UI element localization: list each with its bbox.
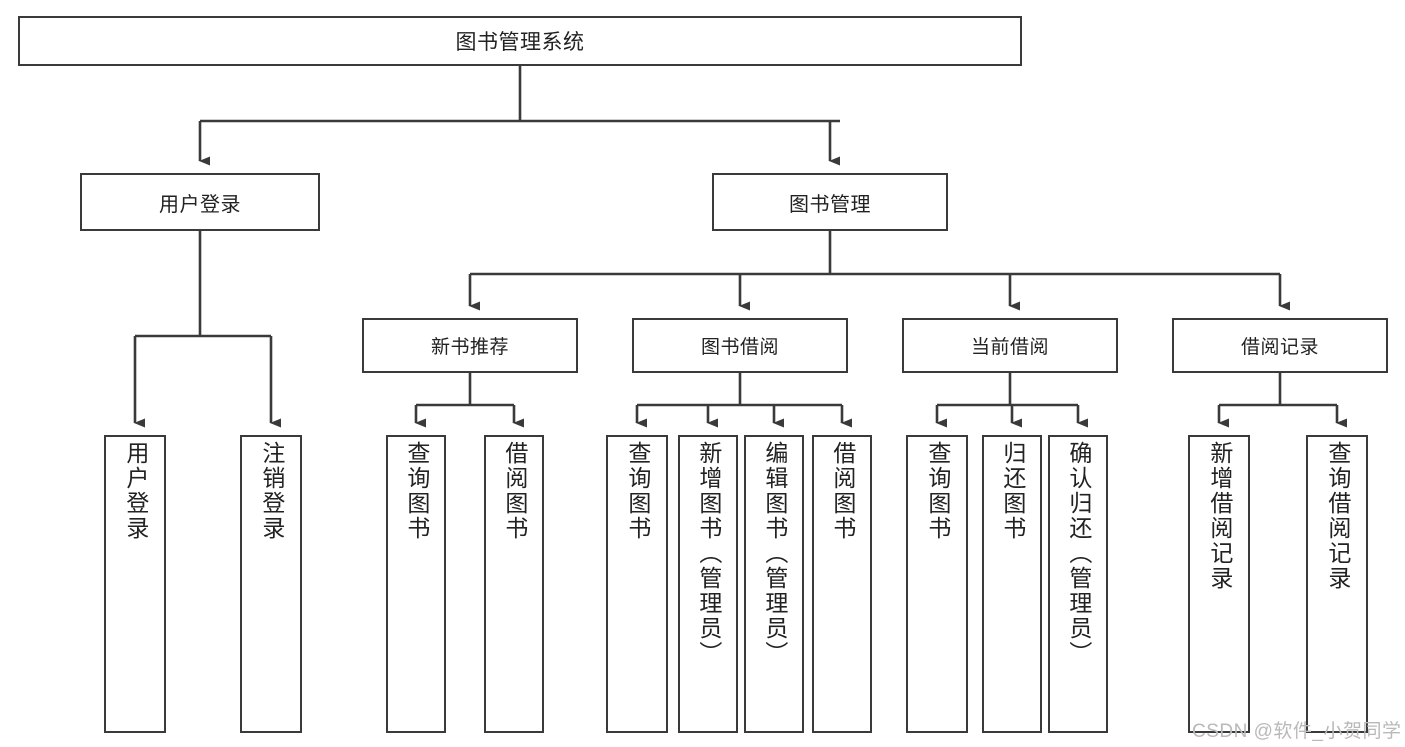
- node-leaf-query-book-borrow[interactable]: 查询图书: [606, 435, 668, 733]
- node-leaf-query-book-newbook-label: 查询图书: [403, 441, 430, 541]
- node-level2-book-borrow-label: 图书借阅: [700, 337, 779, 358]
- node-level1-user-login[interactable]: 用户登录: [80, 173, 320, 231]
- node-leaf-logout-label: 注销登录: [258, 441, 285, 541]
- node-leaf-edit-book-admin[interactable]: 编辑图书（管理员）: [744, 435, 804, 733]
- node-leaf-query-book-current[interactable]: 查询图书: [906, 435, 968, 733]
- node-leaf-add-borrow-record-label: 新增借阅记录: [1206, 441, 1233, 591]
- node-leaf-query-book-current-label: 查询图书: [924, 441, 951, 541]
- node-leaf-user-login[interactable]: 用户登录: [104, 435, 166, 733]
- node-root[interactable]: 图书管理系统: [18, 16, 1022, 66]
- node-level1-book-management-label: 图书管理: [789, 193, 871, 216]
- node-leaf-borrow-book[interactable]: 借阅图书: [812, 435, 872, 733]
- node-leaf-add-book-admin-label: 新增图书（管理员）: [695, 441, 722, 666]
- node-leaf-logout[interactable]: 注销登录: [240, 435, 302, 733]
- node-leaf-return-book-label: 归还图书: [999, 441, 1026, 541]
- node-leaf-query-book-newbook[interactable]: 查询图书: [386, 435, 446, 733]
- node-leaf-borrow-book-newbook[interactable]: 借阅图书: [484, 435, 544, 733]
- node-level1-book-management[interactable]: 图书管理: [712, 173, 948, 231]
- node-leaf-confirm-return-admin-label: 确认归还（管理员）: [1065, 441, 1092, 666]
- node-leaf-query-book-borrow-label: 查询图书: [624, 441, 651, 541]
- node-leaf-user-login-label: 用户登录: [122, 441, 149, 541]
- node-leaf-query-borrow-record[interactable]: 查询借阅记录: [1306, 435, 1368, 733]
- node-leaf-borrow-book-newbook-label: 借阅图书: [501, 441, 528, 541]
- node-level2-new-book-recommend[interactable]: 新书推荐: [362, 318, 578, 373]
- node-leaf-return-book[interactable]: 归还图书: [982, 435, 1042, 733]
- csdn-watermark: CSDN @软件_小贺同学: [1192, 721, 1402, 742]
- node-leaf-add-borrow-record[interactable]: 新增借阅记录: [1188, 435, 1250, 733]
- node-level2-new-book-recommend-label: 新书推荐: [430, 337, 509, 358]
- node-leaf-edit-book-admin-label: 编辑图书（管理员）: [761, 441, 788, 666]
- node-level1-user-login-label: 用户登录: [159, 193, 241, 216]
- node-leaf-confirm-return-admin[interactable]: 确认归还（管理员）: [1048, 435, 1108, 733]
- node-level2-current-borrow-label: 当前借阅: [970, 337, 1049, 358]
- node-leaf-borrow-book-label: 借阅图书: [829, 441, 856, 541]
- node-level2-book-borrow[interactable]: 图书借阅: [632, 318, 848, 373]
- node-level2-current-borrow[interactable]: 当前借阅: [902, 318, 1118, 373]
- node-level2-borrow-record[interactable]: 借阅记录: [1172, 318, 1388, 373]
- node-root-label: 图书管理系统: [455, 31, 585, 54]
- node-leaf-add-book-admin[interactable]: 新增图书（管理员）: [678, 435, 738, 733]
- node-level2-borrow-record-label: 借阅记录: [1240, 337, 1319, 358]
- node-leaf-query-borrow-record-label: 查询借阅记录: [1324, 441, 1351, 591]
